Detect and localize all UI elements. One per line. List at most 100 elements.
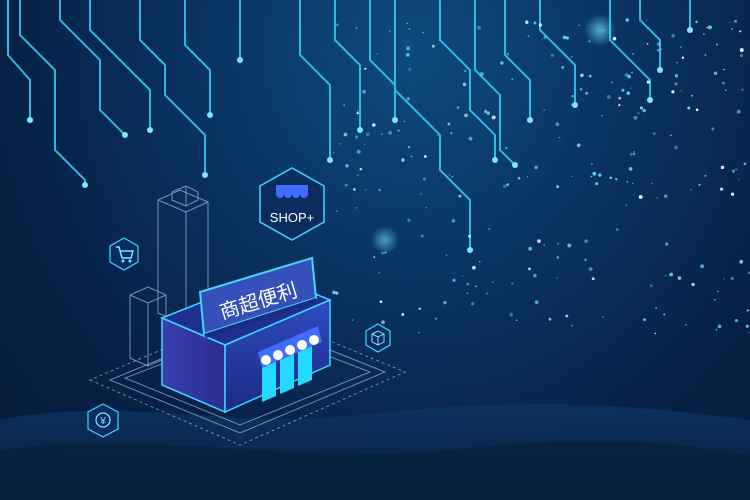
star-particle [724, 89, 727, 92]
star-particle [714, 299, 716, 301]
star-particle [598, 173, 602, 177]
star-particle [380, 133, 383, 136]
star-particle [353, 188, 356, 191]
star-particle [595, 182, 599, 186]
star-particle [655, 307, 657, 310]
star-particle [715, 328, 718, 331]
star-particle [363, 143, 366, 145]
star-particle [533, 273, 537, 278]
star-particle [734, 318, 738, 323]
star-particle [483, 109, 488, 114]
star-particle [591, 163, 593, 165]
star-particle [488, 228, 490, 230]
star-particle [627, 74, 631, 79]
star-particle [735, 168, 738, 171]
star-particle [585, 91, 588, 95]
star-particle [741, 88, 744, 92]
star-particle [406, 52, 410, 57]
star-particle [407, 145, 411, 149]
star-particle [643, 318, 646, 321]
star-particle [739, 54, 744, 58]
star-particle [462, 82, 467, 87]
star-particle [649, 284, 653, 288]
star-particle [506, 52, 510, 56]
star-particle [356, 111, 359, 115]
star-particle [556, 185, 559, 189]
star-particle [728, 21, 731, 24]
star-particle [691, 282, 695, 287]
star-particle [515, 319, 518, 322]
star-particle [408, 68, 411, 71]
star-particle [378, 188, 381, 192]
star-particle [468, 136, 473, 141]
star-particle [657, 42, 661, 46]
star-particle [528, 267, 531, 271]
star-particle [567, 243, 572, 248]
star-particle [621, 88, 625, 92]
star-particle [505, 146, 508, 150]
star-particle [580, 88, 583, 91]
star-particle [511, 78, 514, 80]
star-particle [588, 267, 593, 271]
star-particle [543, 35, 547, 39]
star-particle [691, 94, 694, 97]
star-particle [629, 153, 633, 156]
star-particle [338, 143, 341, 145]
star-particle [379, 300, 383, 303]
star-particle [356, 149, 361, 154]
star-particle [609, 176, 613, 180]
star-particle [656, 196, 659, 199]
star-particle [704, 174, 707, 177]
star-particle [543, 244, 545, 246]
star-particle [681, 56, 685, 59]
star-particle [388, 131, 392, 135]
star-particle [588, 74, 592, 78]
star-particle [576, 143, 581, 148]
star-particle [452, 278, 456, 282]
star-particle [406, 97, 410, 101]
star-particle [332, 290, 336, 295]
star-particle [450, 132, 453, 135]
star-particle [642, 108, 646, 113]
star-particle [557, 242, 560, 245]
star-particle [592, 171, 597, 176]
star-particle [702, 32, 705, 36]
star-particle [354, 135, 359, 139]
star-particle [679, 46, 682, 48]
star-particle [736, 109, 741, 114]
star-particle [719, 187, 724, 191]
star-particle [739, 30, 742, 33]
star-particle [485, 292, 488, 295]
star-particle [615, 178, 618, 181]
star-particle [707, 25, 712, 30]
star-particle [615, 228, 619, 232]
star-particle [632, 152, 636, 156]
star-particle [526, 176, 529, 178]
star-particle [492, 281, 494, 283]
star-particle [745, 324, 749, 328]
star-particle [477, 25, 481, 30]
star-particle [611, 81, 614, 84]
star-particle [646, 42, 649, 45]
star-particle [618, 104, 621, 107]
star-particle [737, 178, 740, 181]
star-particle [739, 259, 744, 264]
circuit-lines [7, 0, 691, 250]
star-particle [704, 54, 707, 56]
star-particle [562, 35, 567, 40]
star-particle [550, 53, 554, 57]
light-glow [371, 226, 399, 254]
star-particle [509, 312, 514, 317]
shop-awning-icon [276, 185, 308, 198]
star-particle [671, 33, 675, 38]
star-particle [403, 120, 406, 123]
star-particle [541, 38, 543, 40]
star-particle [479, 72, 484, 77]
star-particle [730, 277, 734, 280]
star-particle [639, 106, 644, 110]
star-particle [687, 106, 691, 110]
star-particle [565, 314, 569, 318]
star-particle [355, 207, 358, 209]
star-particle [717, 324, 722, 329]
